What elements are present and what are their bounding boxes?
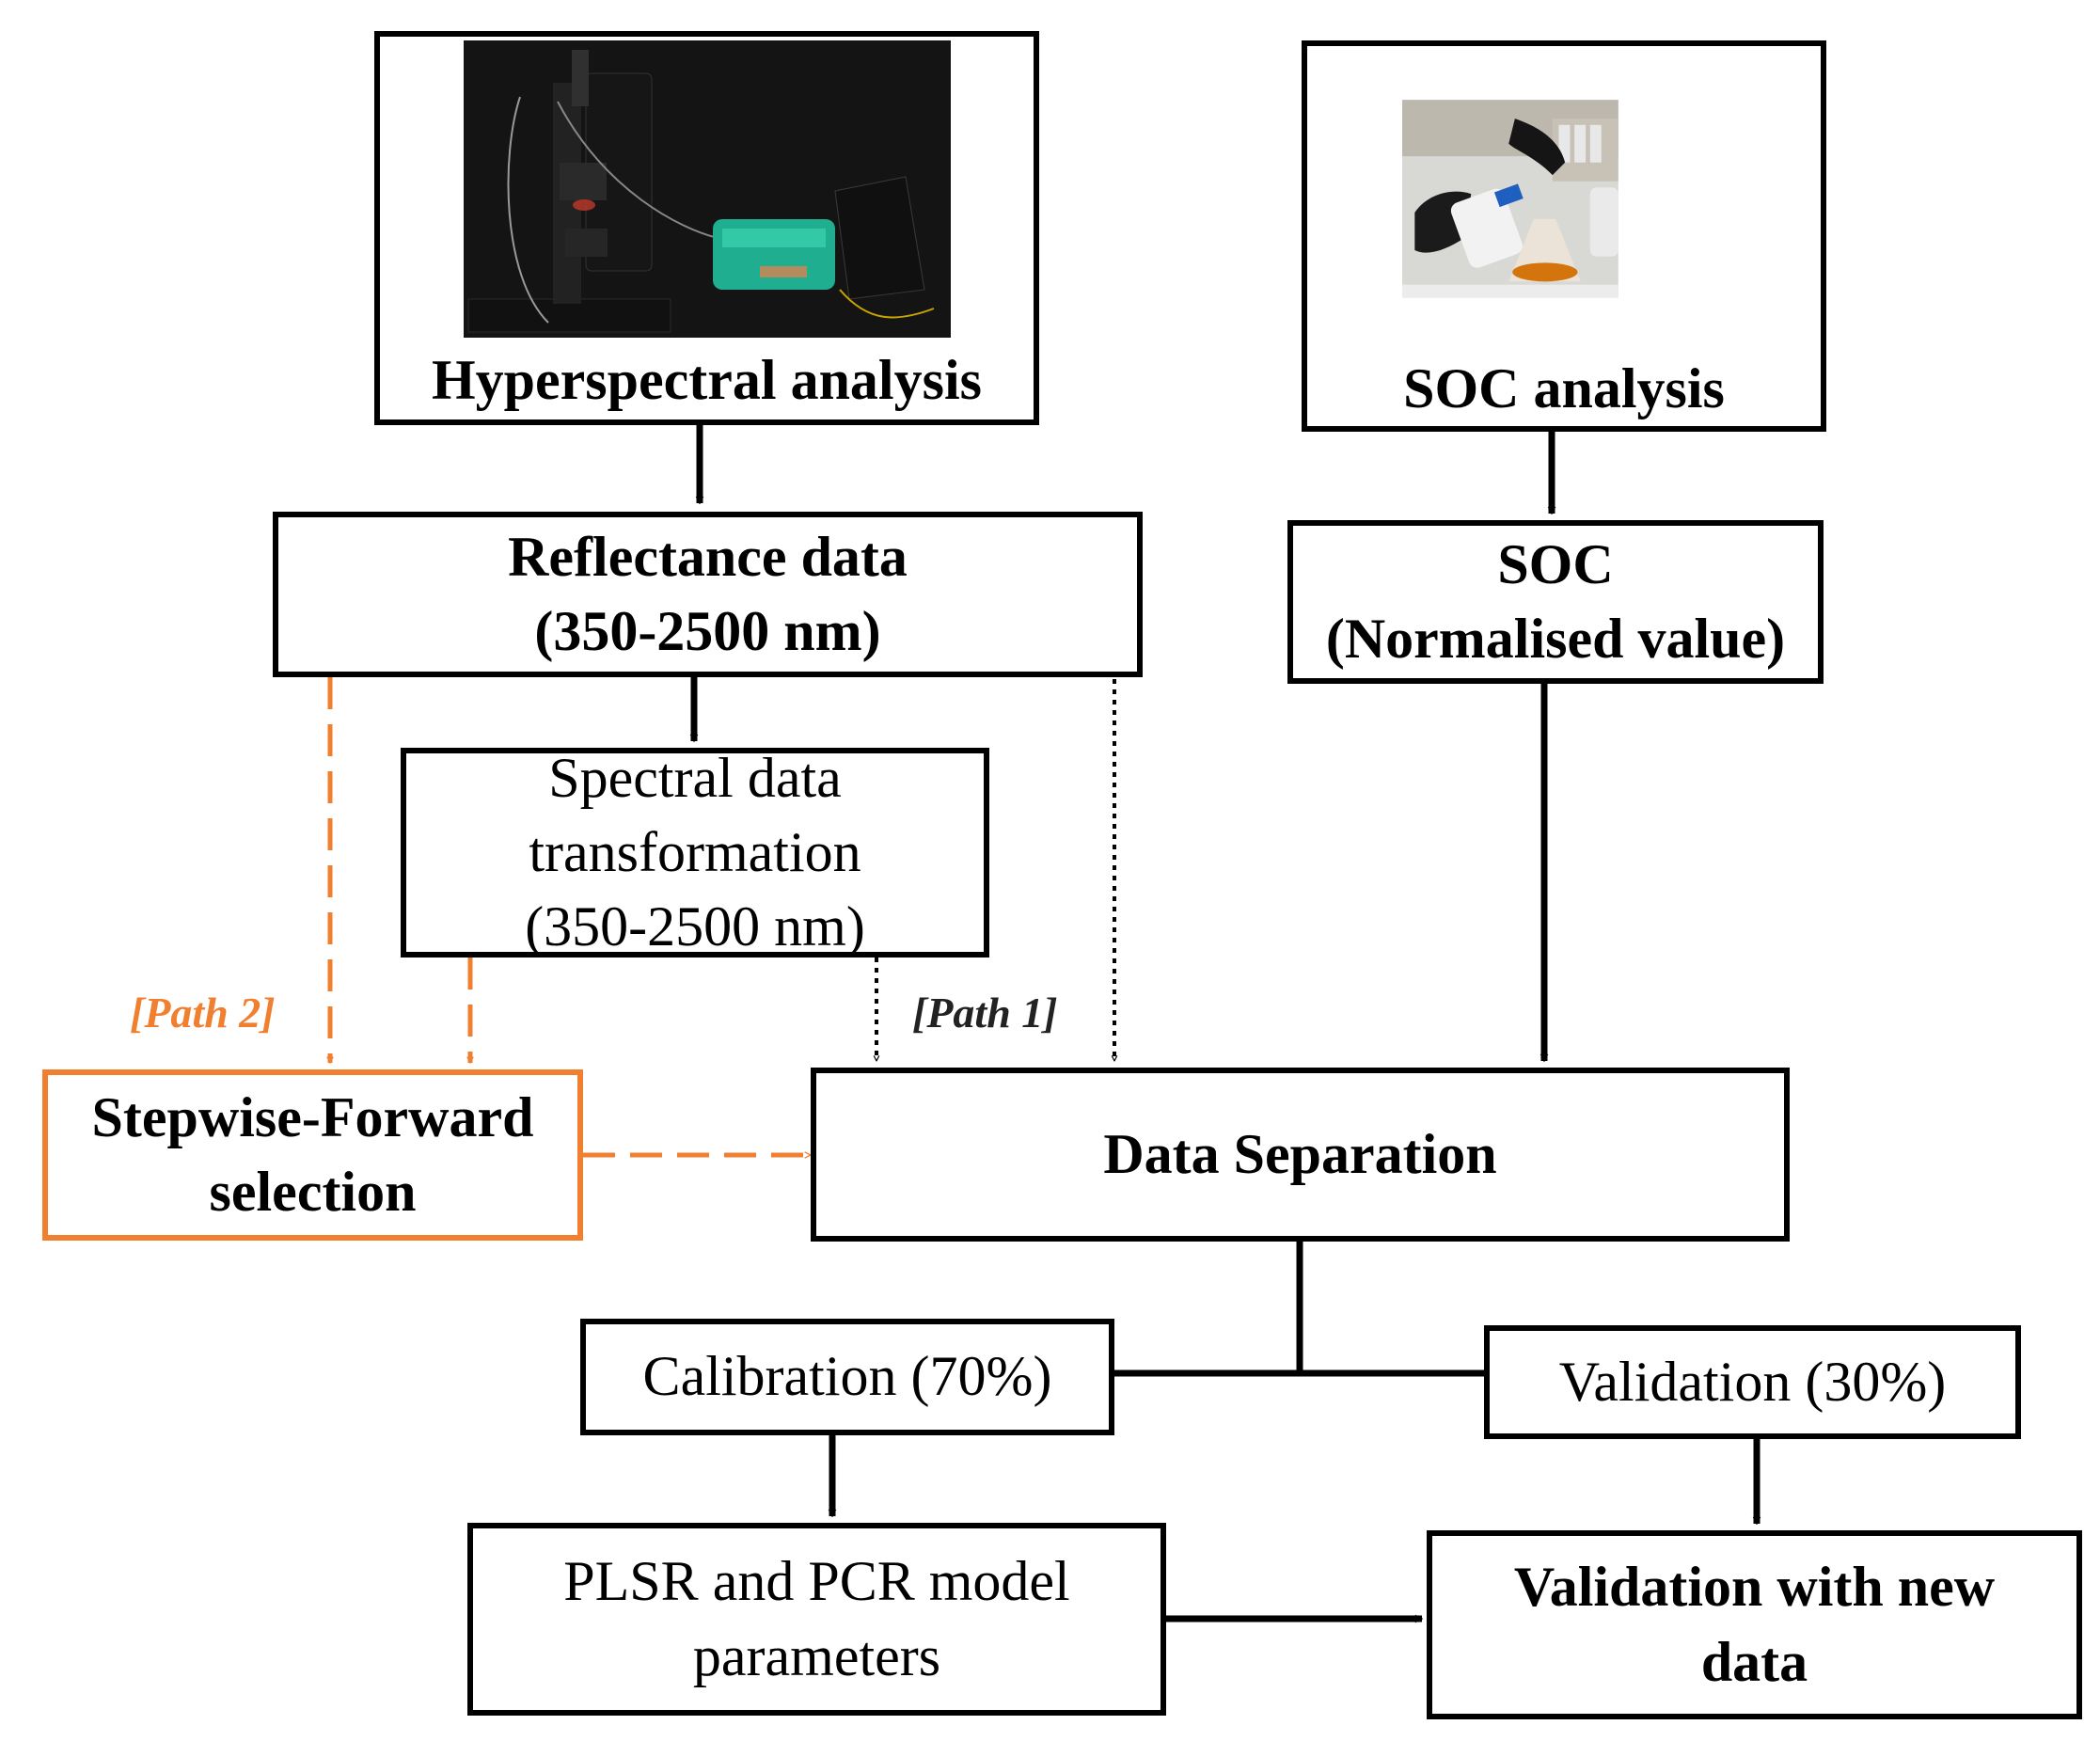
model-parameters-box: PLSR and PCR model parameters — [467, 1523, 1166, 1716]
stepwise-forward-box: Stepwise-Forward selection — [42, 1069, 583, 1241]
transform-line-2: transformation — [529, 820, 861, 883]
hyperspectral-label: Hyperspectral analysis — [432, 349, 982, 411]
spectrometer-photo — [463, 40, 951, 338]
validation-label: Validation (30%) — [1558, 1350, 1947, 1413]
data-separation-label: Data Separation — [1103, 1122, 1497, 1185]
hyperspectral-analysis-box: Hyperspectral analysis — [374, 31, 1039, 425]
transform-line-1: Spectral data — [548, 746, 842, 809]
spectral-transformation-box: Spectral data transformation (350-2500 n… — [401, 747, 989, 958]
soc-normalised-box: SOC (Normalised value) — [1287, 520, 1824, 684]
data-separation-box: Data Separation — [811, 1068, 1790, 1242]
stepwise-line-1: Stepwise-Forward — [91, 1085, 534, 1148]
stepwise-line-2: selection — [209, 1161, 417, 1223]
soc-analysis-box: SOC analysis — [1302, 40, 1826, 432]
models-line-1: PLSR and PCR model — [563, 1550, 1070, 1613]
newdata-line-1: Validation with new — [1513, 1556, 1996, 1619]
transform-line-3: (350-2500 nm) — [525, 895, 865, 958]
reflectance-title: Reflectance data — [508, 525, 908, 588]
soc-title: SOC — [1497, 532, 1614, 595]
newdata-line-2: data — [1700, 1630, 1808, 1693]
models-line-2: parameters — [692, 1624, 941, 1687]
validation-box: Validation (30%) — [1484, 1325, 2021, 1439]
path-2-label: [Path 2] — [130, 989, 276, 1037]
lab-photo — [1401, 100, 1618, 298]
reflectance-range: (350-2500 nm) — [534, 600, 881, 662]
calibration-box: Calibration (70%) — [580, 1319, 1114, 1435]
soc-analysis-label: SOC analysis — [1403, 356, 1725, 419]
calibration-label: Calibration (70%) — [642, 1345, 1052, 1408]
new-data-validation-box: Validation with new data — [1427, 1530, 2082, 1719]
path-1-label: [Path 1] — [912, 989, 1058, 1037]
soc-subtitle: (Normalised value) — [1325, 608, 1786, 670]
reflectance-data-box: Reflectance data (350-2500 nm) — [273, 512, 1143, 677]
